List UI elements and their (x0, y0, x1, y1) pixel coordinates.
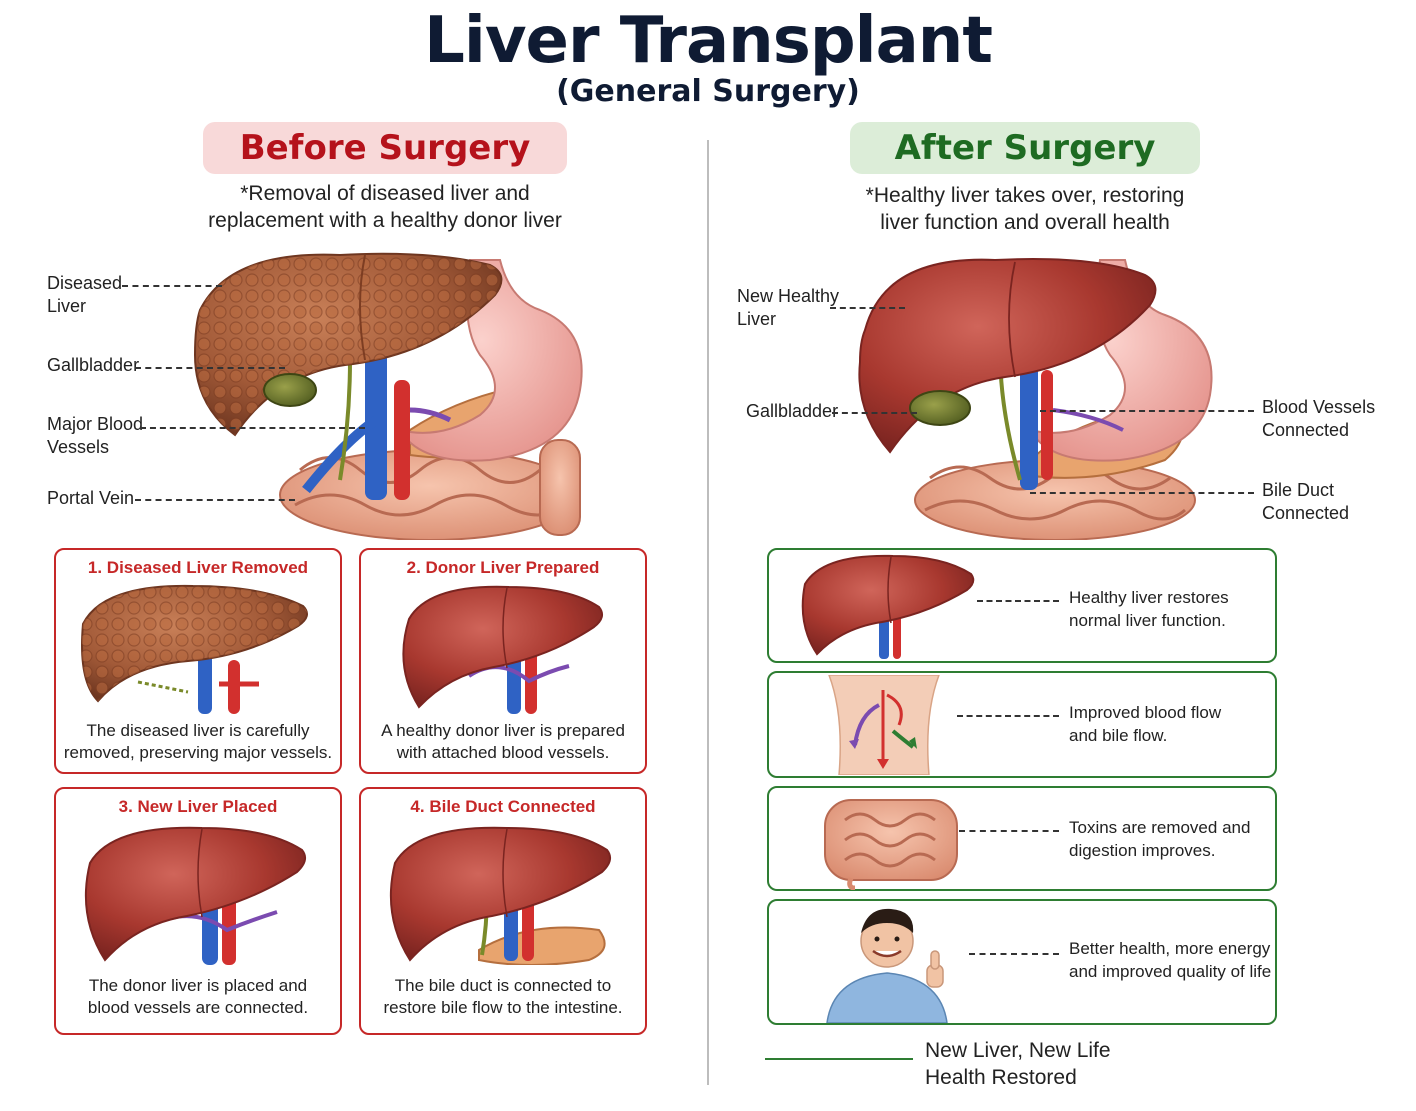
benefit-card-3: Toxins are removed and digestion improve… (767, 786, 1277, 891)
step-card-4: 4. Bile Duct Connected The bile duct is … (359, 787, 647, 1035)
footer-line-1: New Liver, New Life (925, 1039, 1111, 1062)
step-2-description: A healthy donor liver is prepared with a… (361, 720, 645, 764)
before-description-line-1: *Removal of diseased liver and (240, 182, 530, 205)
torso-flow-icon (828, 675, 940, 775)
step-4-description: The bile duct is connected to restore bi… (361, 975, 645, 1019)
step-1-diseased-liver-icon (81, 584, 308, 714)
benefit-4-text-line-1: Better health, more energy (1069, 939, 1271, 958)
benefit-3-text-line-1: Toxins are removed and (1069, 818, 1251, 837)
label-bile-duct-connected-line-2: Connected (1262, 503, 1350, 523)
step-4-bile-duct-icon (389, 826, 612, 965)
benefit-4-leader (969, 953, 1059, 955)
after-description-line-1: *Healthy liver takes over, restoring (865, 184, 1185, 207)
benefit-3-text: Toxins are removed and digestion improve… (1069, 816, 1250, 862)
leader-new-healthy-liver (830, 307, 905, 309)
before-surgery-heading: Before Surgery (203, 122, 567, 174)
label-blood-vessels-connected: Blood Vessels Connected (1262, 396, 1375, 442)
label-diseased-liver-line-1: Diseased (47, 273, 123, 293)
label-new-healthy-liver-line-2: Liver (737, 309, 777, 329)
leader-diseased-liver (122, 285, 222, 287)
benefit-3-text-line-2: digestion improves. (1069, 841, 1216, 860)
step-card-3: 3. New Liver Placed The donor liver is p… (54, 787, 342, 1035)
step-1-description: The diseased liver is carefully removed,… (56, 720, 340, 764)
liver-icon (801, 554, 975, 659)
step-4-description-line-1: The bile duct is connected to (394, 976, 612, 995)
benefit-card-2: Improved blood flow and bile flow. (767, 671, 1277, 778)
label-new-healthy-liver-line-1: New Healthy (737, 286, 840, 306)
benefit-2-text: Improved blood flow and bile flow. (1069, 701, 1221, 747)
footer-rule (765, 1058, 913, 1060)
diseased-liver-anatomy-illustration (193, 252, 583, 540)
leader-bile-duct-connected (1030, 492, 1254, 494)
step-1-title: 1. Diseased Liver Removed (87, 558, 309, 577)
benefit-card-4: Better health, more energy and improved … (767, 899, 1277, 1025)
step-3-title: 3. New Liver Placed (118, 797, 278, 816)
benefit-card-1: Healthy liver restores normal liver func… (767, 548, 1277, 663)
label-diseased-liver-line-2: Liver (47, 296, 87, 316)
before-description-line-2: replacement with a healthy donor liver (208, 209, 562, 232)
step-2-donor-liver-icon (402, 585, 604, 714)
page-subtitle: (General Surgery) (556, 74, 860, 109)
step-3-description-line-2: blood vessels are connected. (87, 998, 309, 1017)
benefit-1-text: Healthy liver restores normal liver func… (1069, 586, 1229, 632)
footer-tagline: New Liver, New Life Health Restored (925, 1037, 1111, 1091)
step-3-description: The donor liver is placed and blood vess… (56, 975, 340, 1019)
stomach-graphic (397, 259, 583, 462)
benefit-2-text-line-2: and bile flow. (1069, 726, 1168, 745)
after-description: *Healthy liver takes over, restoring liv… (800, 182, 1250, 236)
aorta-graphic-after (1041, 370, 1053, 480)
label-portal-vein: Portal Vein (47, 488, 135, 508)
gallbladder-graphic-after (909, 390, 971, 426)
aorta-graphic (394, 380, 410, 500)
leader-gallbladder-before (135, 367, 285, 369)
step-4-title: 4. Bile Duct Connected (410, 797, 596, 816)
intestines-graphic-after (914, 459, 1196, 540)
benefit-1-text-line-1: Healthy liver restores (1069, 588, 1229, 607)
happy-person-icon (826, 908, 948, 1023)
label-bile-duct-connected-line-1: Bile Duct (1262, 480, 1335, 500)
after-surgery-heading: After Surgery (850, 122, 1200, 174)
label-major-blood-vessels-line-1: Major Blood (47, 414, 144, 434)
vena-cava-graphic-after (1020, 360, 1038, 490)
benefit-2-leader (957, 715, 1059, 717)
intestine-icon (824, 799, 958, 890)
benefit-4-text: Better health, more energy and improved … (1069, 937, 1271, 983)
step-2-description-line-1: A healthy donor liver is prepared (381, 721, 625, 740)
label-blood-vessels-connected-line-2: Connected (1262, 420, 1350, 440)
step-3-new-liver-icon (84, 826, 307, 965)
label-major-blood-vessels: Major Blood Vessels (47, 413, 143, 459)
center-divider (707, 140, 709, 1085)
step-card-2: 2. Donor Liver Prepared A healthy donor … (359, 548, 647, 774)
label-gallbladder-before: Gallbladder (47, 355, 140, 375)
benefit-1-text-line-2: normal liver function. (1069, 611, 1226, 630)
benefit-1-leader (977, 600, 1059, 602)
before-description: *Removal of diseased liver and replaceme… (160, 180, 610, 234)
step-2-title: 2. Donor Liver Prepared (406, 558, 600, 577)
step-4-description-line-2: restore bile flow to the intestine. (383, 998, 623, 1017)
benefit-4-text-line-2: and improved quality of life (1069, 962, 1272, 981)
intestines-graphic (279, 439, 581, 540)
step-2-description-line-2: with attached blood vessels. (396, 743, 610, 762)
label-bile-duct-connected: Bile Duct Connected (1262, 479, 1349, 525)
healthy-liver-anatomy-illustration (858, 258, 1213, 540)
leader-blood-vessels-connected (1040, 410, 1254, 412)
footer-line-2: Health Restored (925, 1066, 1077, 1089)
label-blood-vessels-connected-line-1: Blood Vessels (1262, 397, 1376, 417)
benefit-2-text-line-1: Improved blood flow (1069, 703, 1222, 722)
label-diseased-liver: Diseased Liver (47, 272, 122, 318)
page-title: Liver Transplant (424, 4, 993, 78)
label-gallbladder-after: Gallbladder (746, 401, 839, 421)
label-new-healthy-liver: New Healthy Liver (737, 285, 839, 331)
step-1-description-line-1: The diseased liver is carefully (86, 721, 310, 740)
leader-major-blood-vessels (140, 427, 365, 429)
step-card-1: 1. Diseased Liver Removed The diseased l… (54, 548, 342, 774)
gallbladder-graphic (263, 373, 317, 407)
after-description-line-2: liver function and overall health (880, 211, 1170, 234)
step-1-description-line-2: removed, preserving major vessels. (63, 743, 333, 762)
benefit-3-leader (959, 830, 1059, 832)
leader-portal-vein (135, 499, 295, 501)
step-3-description-line-1: The donor liver is placed and (88, 976, 308, 995)
leader-gallbladder-after (832, 412, 917, 414)
label-major-blood-vessels-line-2: Vessels (47, 437, 110, 457)
